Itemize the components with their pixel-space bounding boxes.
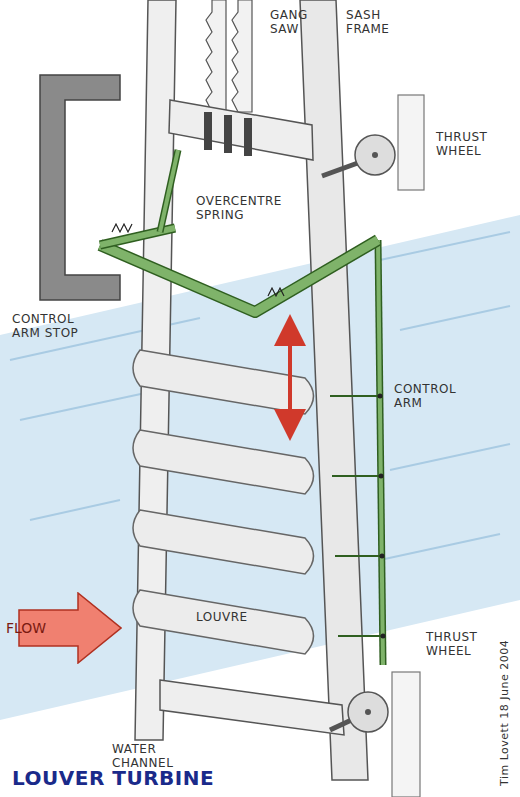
part-label: CONTROL ARM STOP bbox=[12, 312, 92, 340]
part-label: SASH FRAME bbox=[346, 8, 389, 36]
flow-arrow: FLOW bbox=[18, 592, 122, 664]
part-label: CONTROL ARM bbox=[394, 382, 456, 410]
author-signature: Tim Lovett 18 June 2004 bbox=[498, 640, 512, 786]
part-label: LOUVRE bbox=[196, 610, 248, 624]
part-label: OVERCENTRE SPRING bbox=[196, 194, 282, 222]
part-label: THRUST WHEEL bbox=[436, 130, 487, 158]
part-label: GANG SAW bbox=[270, 8, 308, 36]
flow-label: FLOW bbox=[6, 620, 46, 636]
part-label: THRUST WHEEL bbox=[426, 630, 477, 658]
part-label: WATER CHANNEL bbox=[112, 742, 173, 770]
